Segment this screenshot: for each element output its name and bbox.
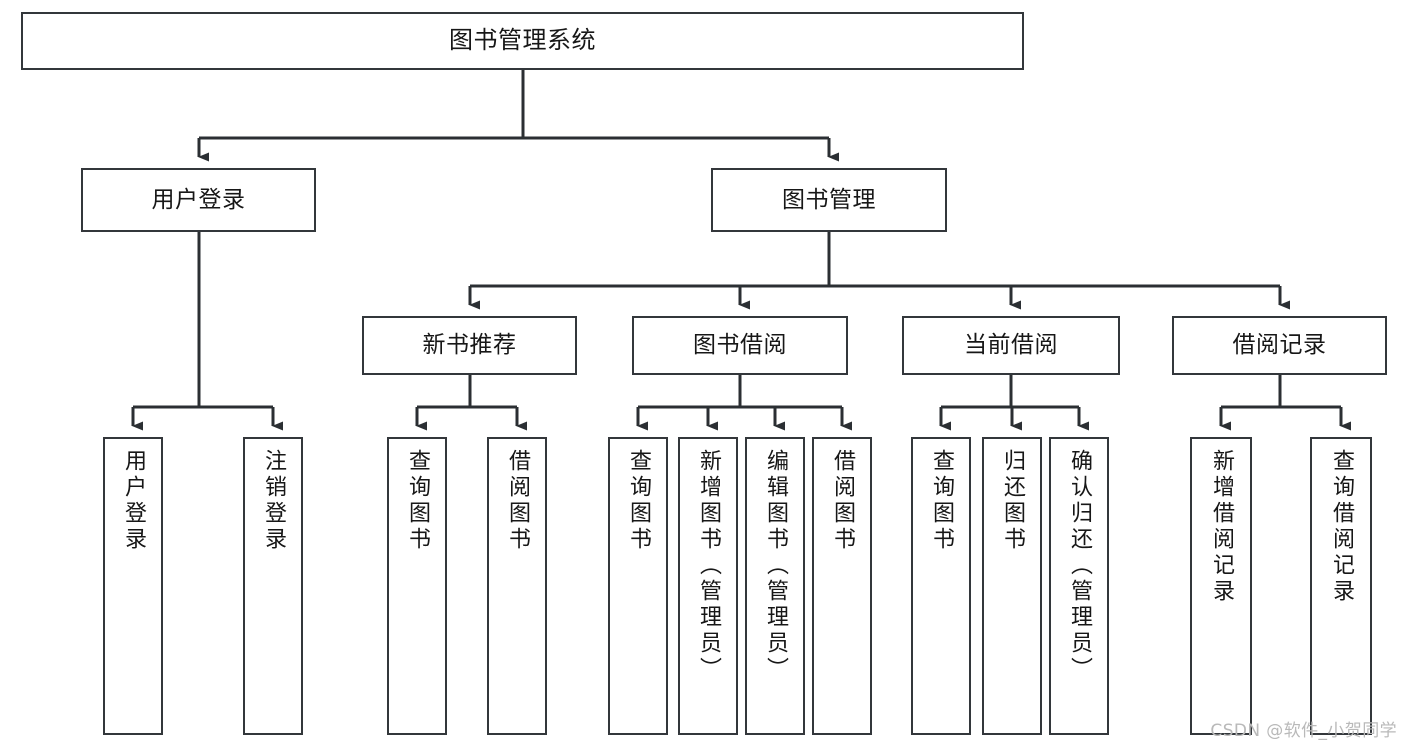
node-leaf-bb-borrow[interactable]: 借阅图书: [812, 437, 872, 735]
node-label: 查询图书: [405, 449, 430, 553]
node-label: 编辑图书（管理员）: [763, 449, 788, 683]
node-label: 注销登录: [261, 449, 286, 553]
node-label: 新书推荐: [422, 332, 517, 359]
node-leaf-bb-query[interactable]: 查询图书: [608, 437, 668, 735]
node-leaf-bb-add[interactable]: 新增图书（管理员）: [678, 437, 738, 735]
node-label: 借阅记录: [1232, 332, 1327, 359]
node-label: 用户登录: [151, 186, 246, 213]
node-leaf-user-logout[interactable]: 注销登录: [243, 437, 303, 735]
node-label: 确认归还（管理员）: [1067, 449, 1092, 683]
node-label: 查询图书: [626, 449, 651, 553]
node-leaf-cb-query[interactable]: 查询图书: [911, 437, 971, 735]
watermark: CSDN @软件_小贺同学: [1210, 721, 1397, 741]
node-leaf-br-add[interactable]: 新增借阅记录: [1190, 437, 1252, 735]
node-leaf-bb-edit[interactable]: 编辑图书（管理员）: [745, 437, 805, 735]
node-label: 图书管理系统: [449, 26, 596, 55]
node-label: 图书管理: [782, 186, 876, 213]
node-borrow-record[interactable]: 借阅记录: [1172, 316, 1387, 375]
node-label: 用户登录: [121, 449, 146, 553]
node-new-book-rec[interactable]: 新书推荐: [362, 316, 577, 375]
node-root[interactable]: 图书管理系统: [21, 12, 1024, 70]
node-label: 新增借阅记录: [1209, 449, 1234, 605]
node-label: 查询图书: [929, 449, 954, 553]
node-leaf-br-query[interactable]: 查询借阅记录: [1310, 437, 1372, 735]
node-leaf-rec-query[interactable]: 查询图书: [387, 437, 447, 735]
node-leaf-cb-confirm[interactable]: 确认归还（管理员）: [1049, 437, 1109, 735]
node-label: 借阅图书: [830, 449, 855, 553]
node-user-login[interactable]: 用户登录: [81, 168, 316, 232]
node-label: 图书借阅: [693, 332, 787, 359]
node-label: 归还图书: [1000, 449, 1025, 553]
node-label: 借阅图书: [505, 449, 530, 553]
node-label: 新增图书（管理员）: [696, 449, 721, 683]
node-label: 查询借阅记录: [1329, 449, 1354, 605]
node-book-manage[interactable]: 图书管理: [711, 168, 947, 232]
node-label: 当前借阅: [964, 332, 1058, 359]
node-leaf-cb-return[interactable]: 归还图书: [982, 437, 1042, 735]
node-leaf-rec-borrow[interactable]: 借阅图书: [487, 437, 547, 735]
node-book-borrow[interactable]: 图书借阅: [632, 316, 848, 375]
node-leaf-user-login[interactable]: 用户登录: [103, 437, 163, 735]
node-current-borrow[interactable]: 当前借阅: [902, 316, 1120, 375]
